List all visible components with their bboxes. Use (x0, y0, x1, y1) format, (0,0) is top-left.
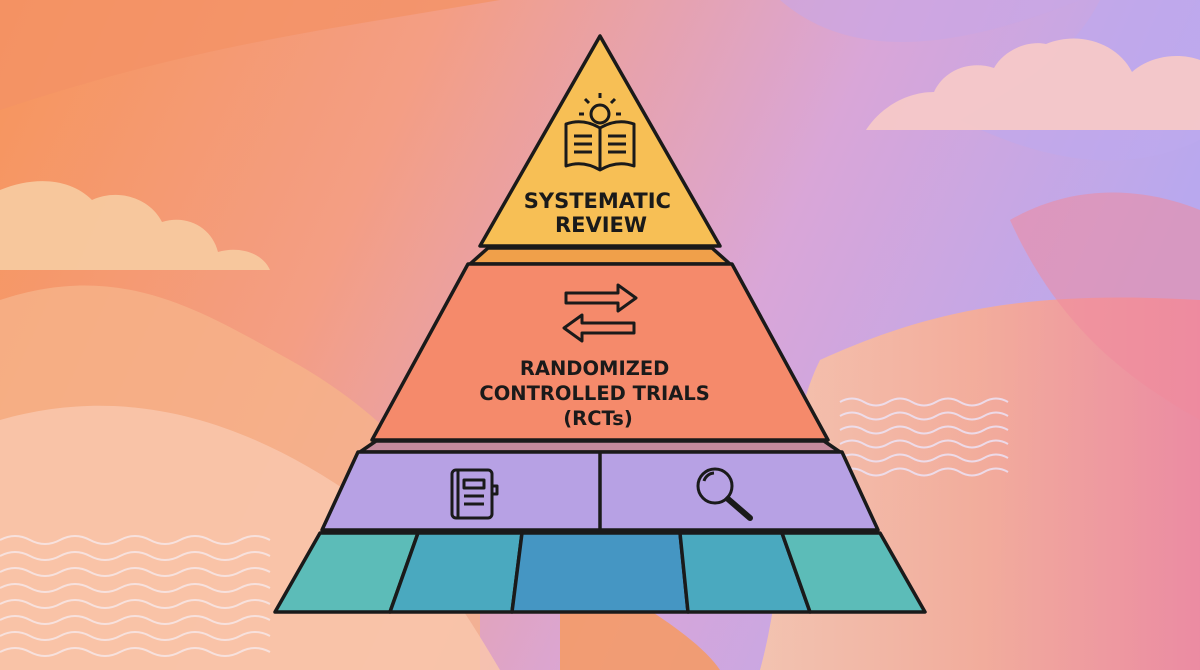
pyramid: SYSTEMATIC REVIEW RANDOMIZED CONTROLLED … (273, 34, 927, 614)
tier-middle-label-line-2: CONTROLLED TRIALS (479, 382, 709, 405)
pyramid-tier-lower (320, 450, 880, 532)
tier-middle-shape (370, 262, 830, 442)
swap-arrows-icon (562, 283, 638, 343)
cloud-right (866, 38, 1200, 130)
pyramid-tier-base (273, 531, 927, 614)
wave-lines-right (839, 397, 1009, 477)
tier-top-ledge (468, 246, 732, 266)
wave-lines-left (0, 535, 271, 657)
notebook-icon (450, 468, 499, 520)
cloud-left (0, 181, 270, 270)
pyramid-tier-middle: RANDOMIZED CONTROLLED TRIALS (RCTs) (358, 262, 842, 454)
tier-middle-label-line-1: RANDOMIZED (520, 357, 670, 380)
svg-text:RANDOMIZED CONTROLLED: RANDOMIZED CONTROLLED TRIALS (RCTs) (479, 357, 716, 430)
pyramid-tier-top: SYSTEMATIC REVIEW (468, 34, 732, 266)
tier-base-cell (780, 531, 927, 614)
tier-top-label-line-1: SYSTEMATIC (524, 189, 671, 213)
tier-middle-label-line-3: (RCTs) (563, 407, 632, 430)
svg-text:SYSTEMATIC REVIEW: SYSTEMATIC REVIEW (524, 189, 679, 237)
tier-base-cell (510, 531, 690, 614)
tier-top-label-line-2: REVIEW (555, 213, 647, 237)
magnifier-icon (696, 467, 753, 521)
book-gear-icon (564, 93, 636, 172)
